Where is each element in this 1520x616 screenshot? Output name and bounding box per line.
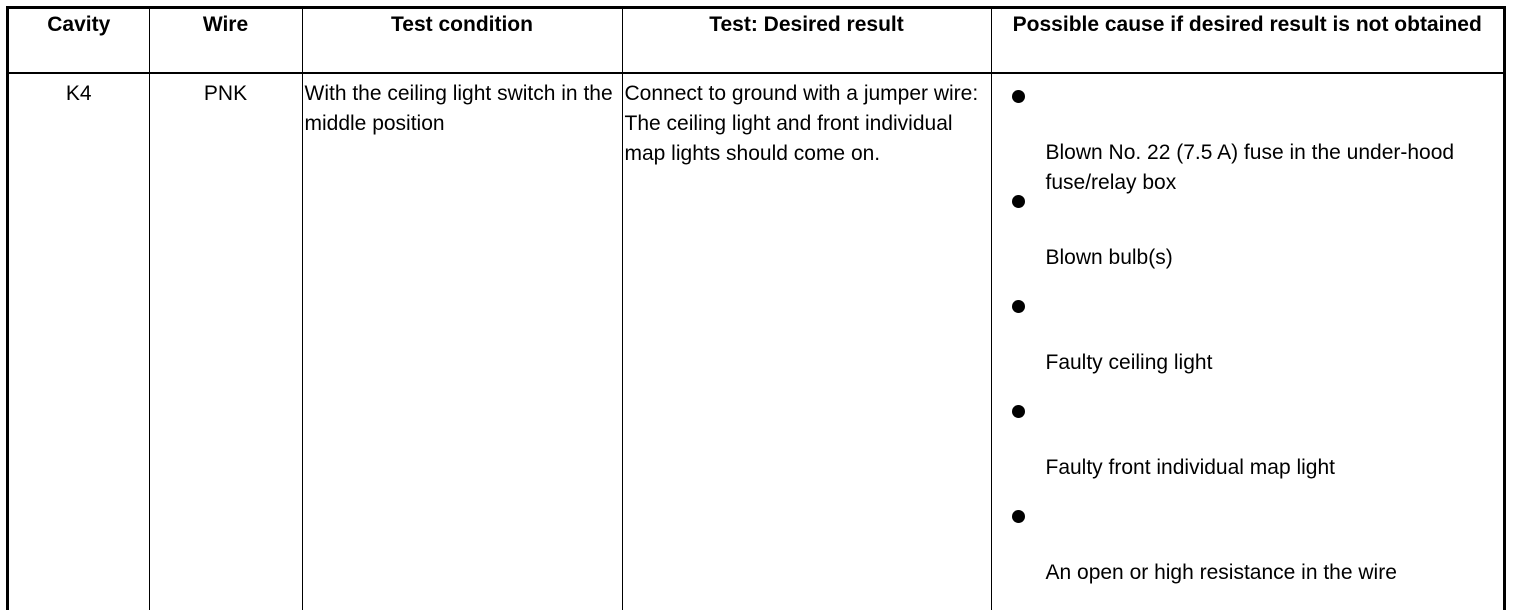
table-header-row: Cavity Wire Test condition Test: Desired… <box>9 9 1503 74</box>
list-item: Blown No. 22 (7.5 A) fuse in the under-h… <box>1011 79 1502 194</box>
cell-test-condition: With the ceiling light switch in the mid… <box>302 73 623 610</box>
bullet-icon <box>1011 300 1025 313</box>
cell-possible-cause: Blown No. 22 (7.5 A) fuse in the under-h… <box>991 73 1503 610</box>
diagnostic-table: Cavity Wire Test condition Test: Desired… <box>9 9 1503 610</box>
cell-desired-result: Connect to ground with a jumper wire: Th… <box>622 73 992 610</box>
cause-text: An open or high resistance in the wire <box>1045 561 1397 584</box>
list-item: Faulty front individual map light <box>1011 394 1502 499</box>
cause-text: Faulty front individual map light <box>1045 456 1335 479</box>
bullet-icon <box>1011 195 1025 208</box>
header-test-condition: Test condition <box>302 9 623 74</box>
cause-text: Blown bulb(s) <box>1045 246 1173 269</box>
desired-result-outcome: The ceiling light and front individual m… <box>624 112 953 165</box>
cause-list: Blown No. 22 (7.5 A) fuse in the under-h… <box>994 79 1502 604</box>
bullet-icon <box>1011 90 1025 103</box>
diagnostic-table-container: Cavity Wire Test condition Test: Desired… <box>6 6 1506 610</box>
header-wire: Wire <box>149 9 303 74</box>
cause-text: Blown No. 22 (7.5 A) fuse in the under-h… <box>1045 141 1455 194</box>
cell-cavity: K4 <box>9 73 150 610</box>
bullet-icon <box>1011 405 1025 418</box>
cause-text: Faulty ceiling light <box>1045 351 1213 374</box>
header-cavity: Cavity <box>9 9 150 74</box>
bullet-icon <box>1011 510 1025 523</box>
header-desired-result: Test: Desired result <box>622 9 992 74</box>
header-possible-cause: Possible cause if desired result is not … <box>991 9 1503 74</box>
list-item: Faulty ceiling light <box>1011 289 1502 394</box>
list-item: An open or high resistance in the wire <box>1011 499 1502 604</box>
table-row: K4 PNK With the ceiling light switch in … <box>9 73 1503 610</box>
list-item: Blown bulb(s) <box>1011 184 1502 289</box>
desired-result-instruction: Connect to ground with a jumper wire: <box>624 82 979 105</box>
cell-wire: PNK <box>149 73 303 610</box>
